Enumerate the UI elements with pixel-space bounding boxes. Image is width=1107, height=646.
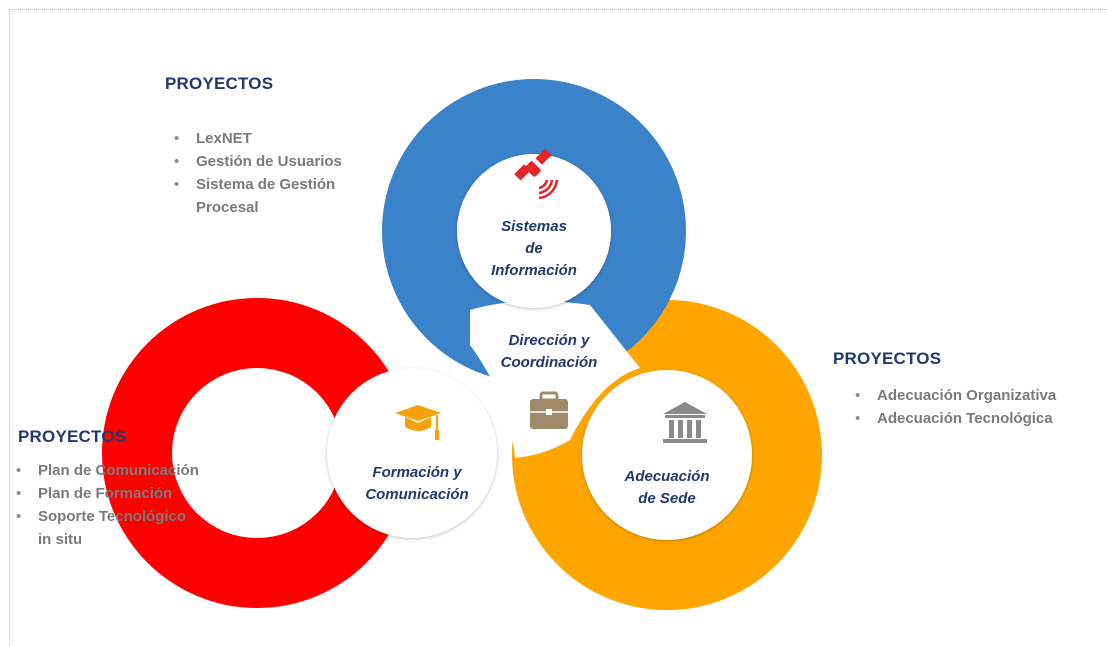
frame-border bbox=[9, 9, 1107, 646]
bullet-icon: • bbox=[855, 387, 861, 404]
right-project-item-text: Adecuación Organizativa bbox=[877, 387, 1057, 404]
bullet-icon: • bbox=[16, 485, 22, 502]
briefcase-icon bbox=[530, 391, 568, 429]
top-left-project-item-text: Sistema de Gestión Procesal bbox=[196, 176, 336, 216]
bullet-icon: • bbox=[16, 508, 22, 525]
blue-ring bbox=[382, 79, 686, 383]
building-column-4 bbox=[696, 420, 701, 438]
building-frieze bbox=[665, 415, 705, 418]
top-left-projects-list: • LexNET • Gestión de Usuarios • Sistema de G… bbox=[174, 127, 394, 219]
bottom-left-projects-list: •Plan de Comunicación•Plan de Formación•… bbox=[16, 459, 236, 551]
bottom-left-project-item: • Soporte Tecnológico in situ bbox=[16, 505, 236, 551]
cap-top bbox=[395, 405, 441, 421]
right-project-item: • Adecuación Tecnológica bbox=[855, 407, 1095, 430]
red-ring bbox=[102, 297, 412, 609]
formacion-label: Formación y Comunicación bbox=[365, 464, 469, 503]
bottom-left-projects-heading: PROYECTOS bbox=[18, 427, 127, 446]
top-left-project-item: • LexNET bbox=[174, 127, 394, 150]
bottom-left-project-item: • Plan de Formación bbox=[16, 482, 236, 505]
building-column-1 bbox=[669, 420, 674, 438]
building-column-2 bbox=[678, 420, 683, 438]
bottom-left-project-item-text: Soporte Tecnológico in situ bbox=[38, 508, 187, 548]
briefcase-clasp bbox=[546, 409, 552, 415]
building-column-3 bbox=[687, 420, 692, 438]
bullet-icon: • bbox=[174, 130, 180, 147]
bullet-icon: • bbox=[16, 462, 22, 479]
right-projects-heading: PROYECTOS bbox=[833, 349, 942, 368]
formacion-inner-circle bbox=[327, 368, 497, 538]
bullet-icon: • bbox=[174, 176, 180, 193]
cap-base bbox=[405, 417, 431, 431]
top-left-project-item: • Gestión de Usuarios bbox=[174, 150, 394, 173]
cap-tassel-end bbox=[435, 430, 439, 440]
right-projects-list: • Adecuación Organizativa • Adecuación Tecn… bbox=[855, 384, 1095, 430]
top-left-project-item: • Sistema de Gestión Procesal bbox=[174, 173, 394, 219]
building-base bbox=[663, 439, 707, 443]
bottom-left-project-item: • Plan de Comunicación bbox=[16, 459, 236, 482]
adecuacion-inner-circle bbox=[582, 370, 752, 540]
bullet-icon: • bbox=[174, 153, 180, 170]
right-project-item-text: Adecuación Tecnológica bbox=[877, 410, 1053, 427]
sistemas-inner-circle bbox=[457, 154, 611, 308]
bottom-left-project-item-text: Plan de Comunicación bbox=[38, 462, 199, 479]
top-left-project-item-text: LexNET bbox=[196, 130, 252, 147]
building-icon bbox=[663, 402, 707, 443]
sistemas-label: Sistemas de Información bbox=[491, 218, 577, 279]
top-left-project-item-text: Gestión de Usuarios bbox=[196, 153, 342, 170]
center-label: Dirección y Coordinación bbox=[500, 332, 598, 371]
building-roof bbox=[663, 402, 707, 414]
top-left-projects-heading: PROYECTOS bbox=[165, 74, 274, 93]
mortarboard-icon bbox=[395, 405, 441, 440]
satellite-icon bbox=[514, 148, 559, 200]
right-project-item: • Adecuación Organizativa bbox=[855, 384, 1095, 407]
center-white-area bbox=[470, 301, 640, 458]
bottom-left-project-item-text: Plan de Formación bbox=[38, 485, 173, 502]
bullet-icon: • bbox=[855, 410, 861, 427]
adecuacion-label: Adecuación de Sede bbox=[624, 468, 710, 507]
